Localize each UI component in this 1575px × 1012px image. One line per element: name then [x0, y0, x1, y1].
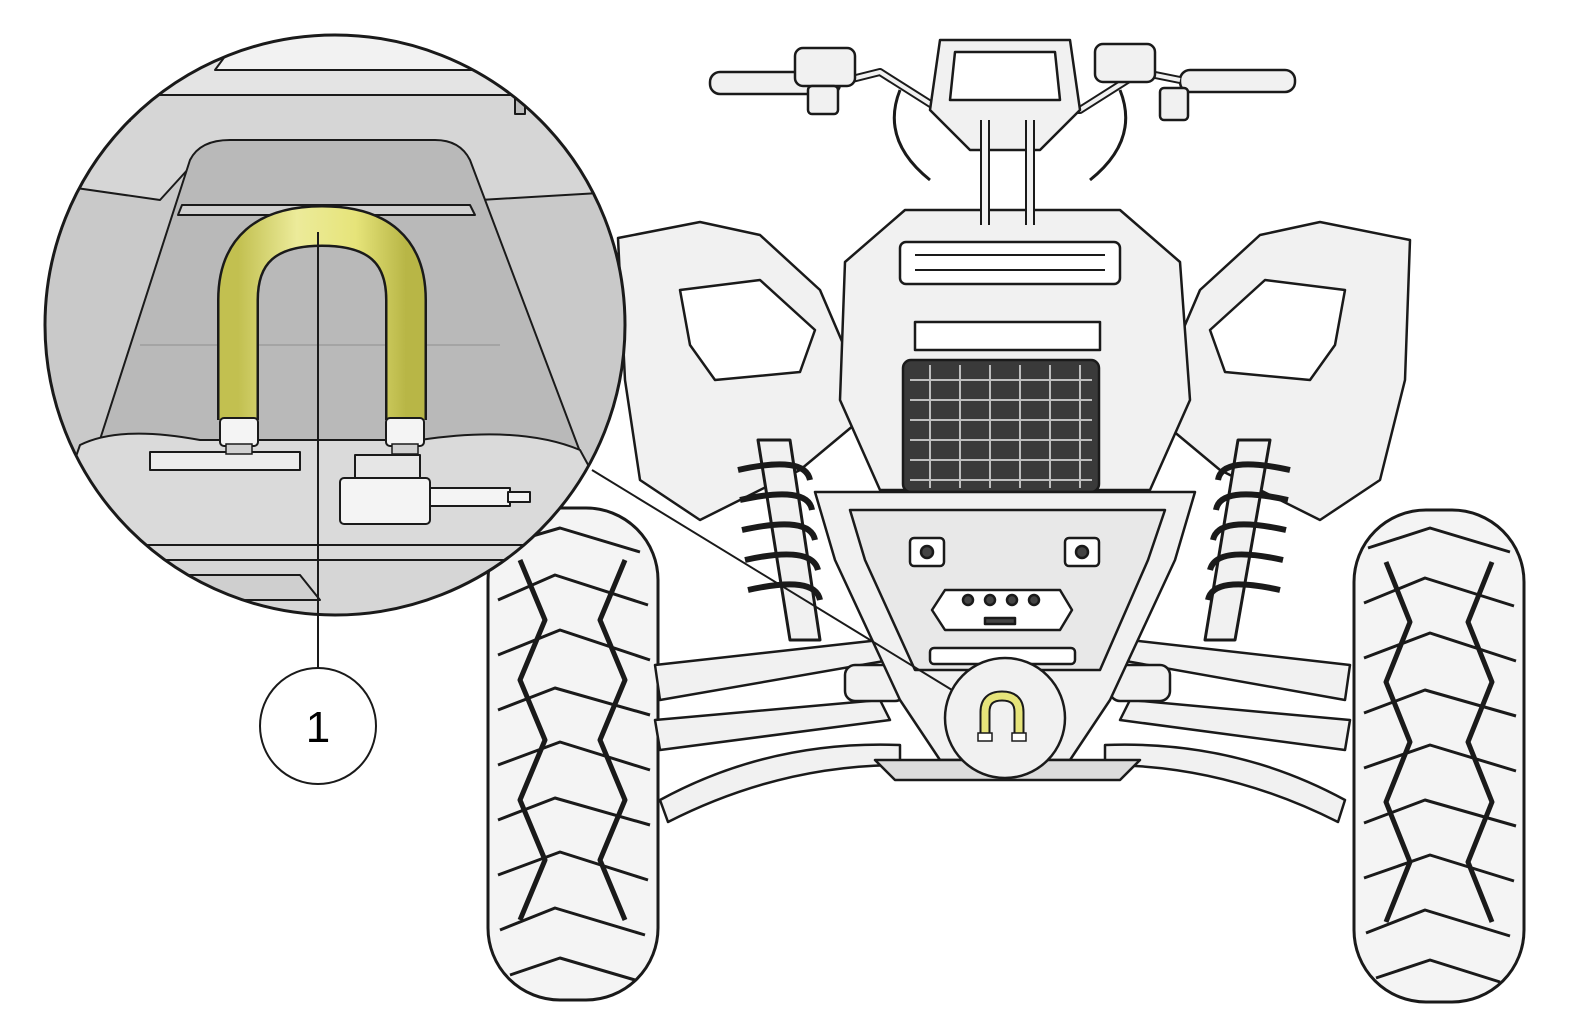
right-headlight [1208, 278, 1347, 382]
bumper-bolts [908, 536, 1101, 666]
callout-number: 1 [306, 703, 330, 752]
detail-circle-small [943, 656, 1067, 780]
tow-hook-large [217, 204, 427, 455]
right-shock [1203, 438, 1291, 642]
tow-hook-small [943, 656, 1067, 780]
left-shock [737, 438, 823, 642]
right-front-tire [1352, 508, 1526, 1004]
tow-hook-detail-icon [219, 207, 425, 420]
tow-hook-icon [981, 692, 1023, 735]
left-headlight [678, 278, 817, 382]
callout-1: 1 [259, 232, 377, 785]
atv-front-view [486, 38, 1526, 1004]
light-bar [898, 240, 1122, 286]
handlebars [708, 38, 1297, 225]
callout-circle [259, 667, 377, 785]
left-front-tire [486, 506, 660, 1002]
magnifier-leader-line [591, 469, 953, 691]
suspension-arms [653, 638, 1352, 824]
brand-emblem [913, 320, 1102, 352]
